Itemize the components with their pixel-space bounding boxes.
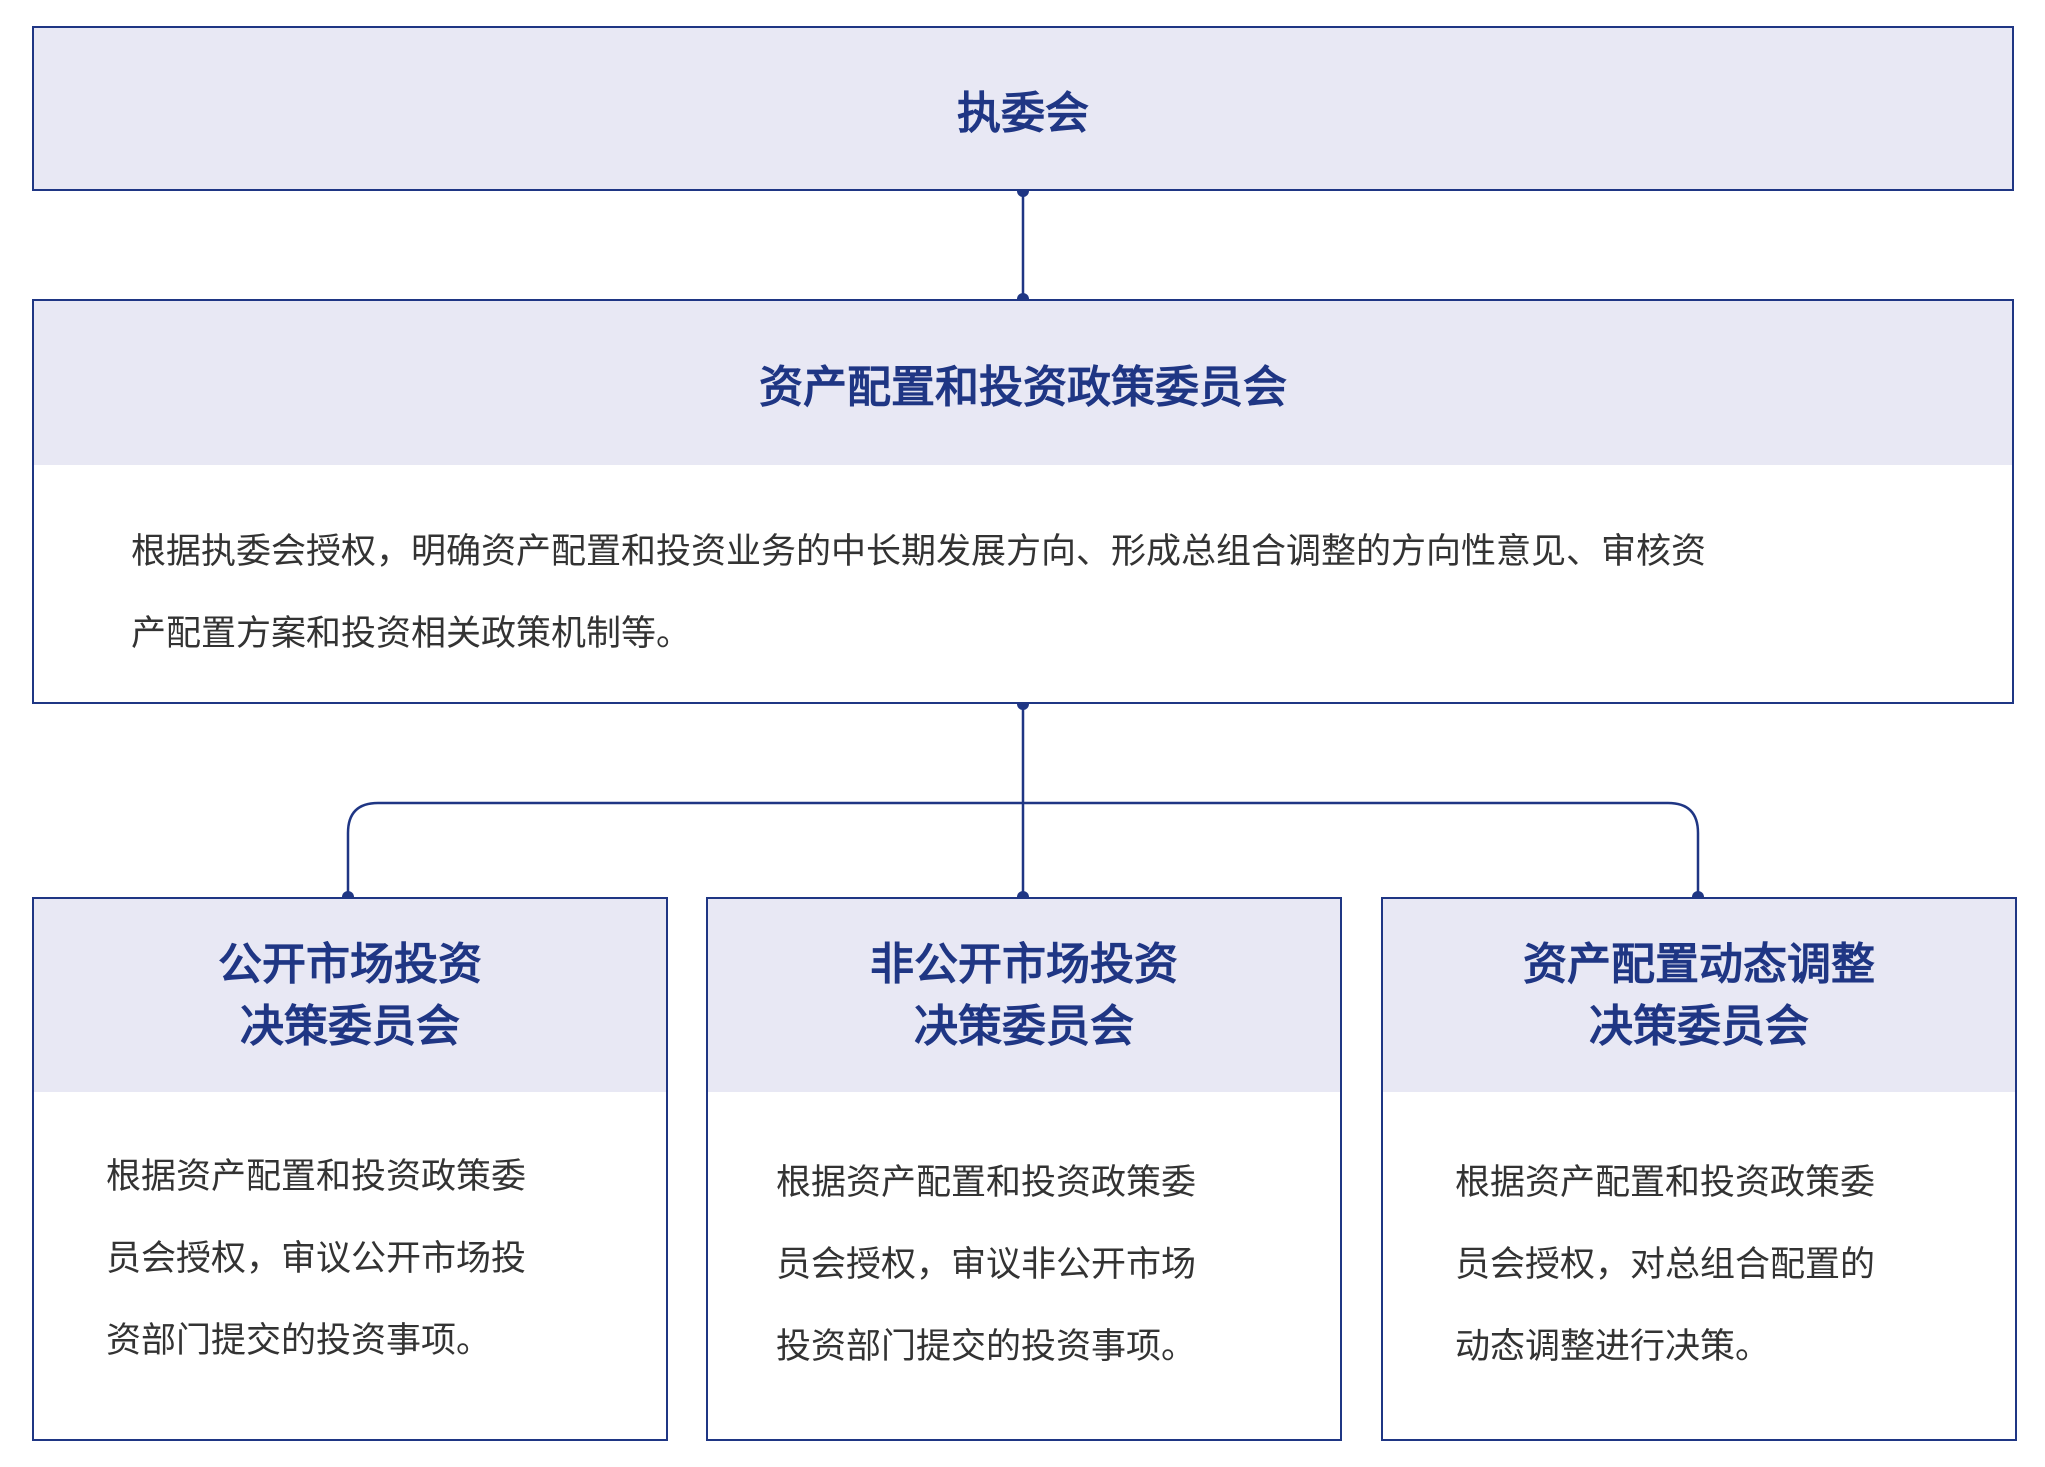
description-line: 员会授权，对总组合配置的: [1455, 1245, 1876, 1285]
description-line: 投资部门提交的投资事项。: [776, 1327, 1197, 1367]
executive-committee-box: 执委会: [32, 26, 2014, 191]
public-market-committee-description: 根据资产配置和投资政策委 员会授权，审议公开市场投 资部门提交的投资事项。: [34, 1092, 666, 1382]
title-line: 资产配置动态调整: [1523, 938, 1875, 990]
dynamic-allocation-committee-box: 资产配置动态调整 决策委员会 根据资产配置和投资政策委 员会授权，对总组合配置的…: [1381, 897, 2017, 1441]
asset-allocation-policy-committee-title: 资产配置和投资政策委员会: [34, 301, 2012, 465]
title-line: 决策委员会: [240, 1000, 460, 1052]
description-line: 根据执委会授权，明确资产配置和投资业务的中长期发展方向、形成总组合调整的方向性意…: [131, 532, 1707, 572]
asset-allocation-policy-committee-description: 根据执委会授权，明确资产配置和投资业务的中长期发展方向、形成总组合调整的方向性意…: [34, 465, 2012, 675]
title-line: 决策委员会: [1589, 1000, 1809, 1052]
description-line: 员会授权，审议公开市场投: [106, 1239, 527, 1279]
executive-committee-title: 执委会: [34, 28, 2012, 189]
private-market-committee-title: 非公开市场投资 决策委员会: [708, 899, 1340, 1092]
description-line: 资部门提交的投资事项。: [106, 1321, 492, 1361]
title-line: 公开市场投资: [218, 938, 482, 990]
title-line: 决策委员会: [914, 1000, 1134, 1052]
description-line: 动态调整进行决策。: [1455, 1327, 1771, 1367]
description-line: 根据资产配置和投资政策委: [776, 1163, 1197, 1203]
public-market-committee-title: 公开市场投资 决策委员会: [34, 899, 666, 1092]
description-line: 员会授权，审议非公开市场: [776, 1245, 1197, 1285]
private-market-committee-description: 根据资产配置和投资政策委 员会授权，审议非公开市场 投资部门提交的投资事项。: [708, 1092, 1340, 1388]
dynamic-allocation-committee-description: 根据资产配置和投资政策委 员会授权，对总组合配置的 动态调整进行决策。: [1383, 1092, 2015, 1388]
description-line: 根据资产配置和投资政策委: [1455, 1163, 1876, 1203]
dynamic-allocation-committee-title: 资产配置动态调整 决策委员会: [1383, 899, 2015, 1092]
public-market-committee-box: 公开市场投资 决策委员会 根据资产配置和投资政策委 员会授权，审议公开市场投 资…: [32, 897, 668, 1441]
description-line: 产配置方案和投资相关政策机制等。: [131, 614, 692, 654]
description-line: 根据资产配置和投资政策委: [106, 1157, 527, 1197]
asset-allocation-policy-committee-box: 资产配置和投资政策委员会 根据执委会授权，明确资产配置和投资业务的中长期发展方向…: [32, 299, 2014, 704]
title-line: 非公开市场投资: [870, 938, 1178, 990]
private-market-committee-box: 非公开市场投资 决策委员会 根据资产配置和投资政策委 员会授权，审议非公开市场 …: [706, 897, 1342, 1441]
connector-branch: [346, 801, 1700, 897]
